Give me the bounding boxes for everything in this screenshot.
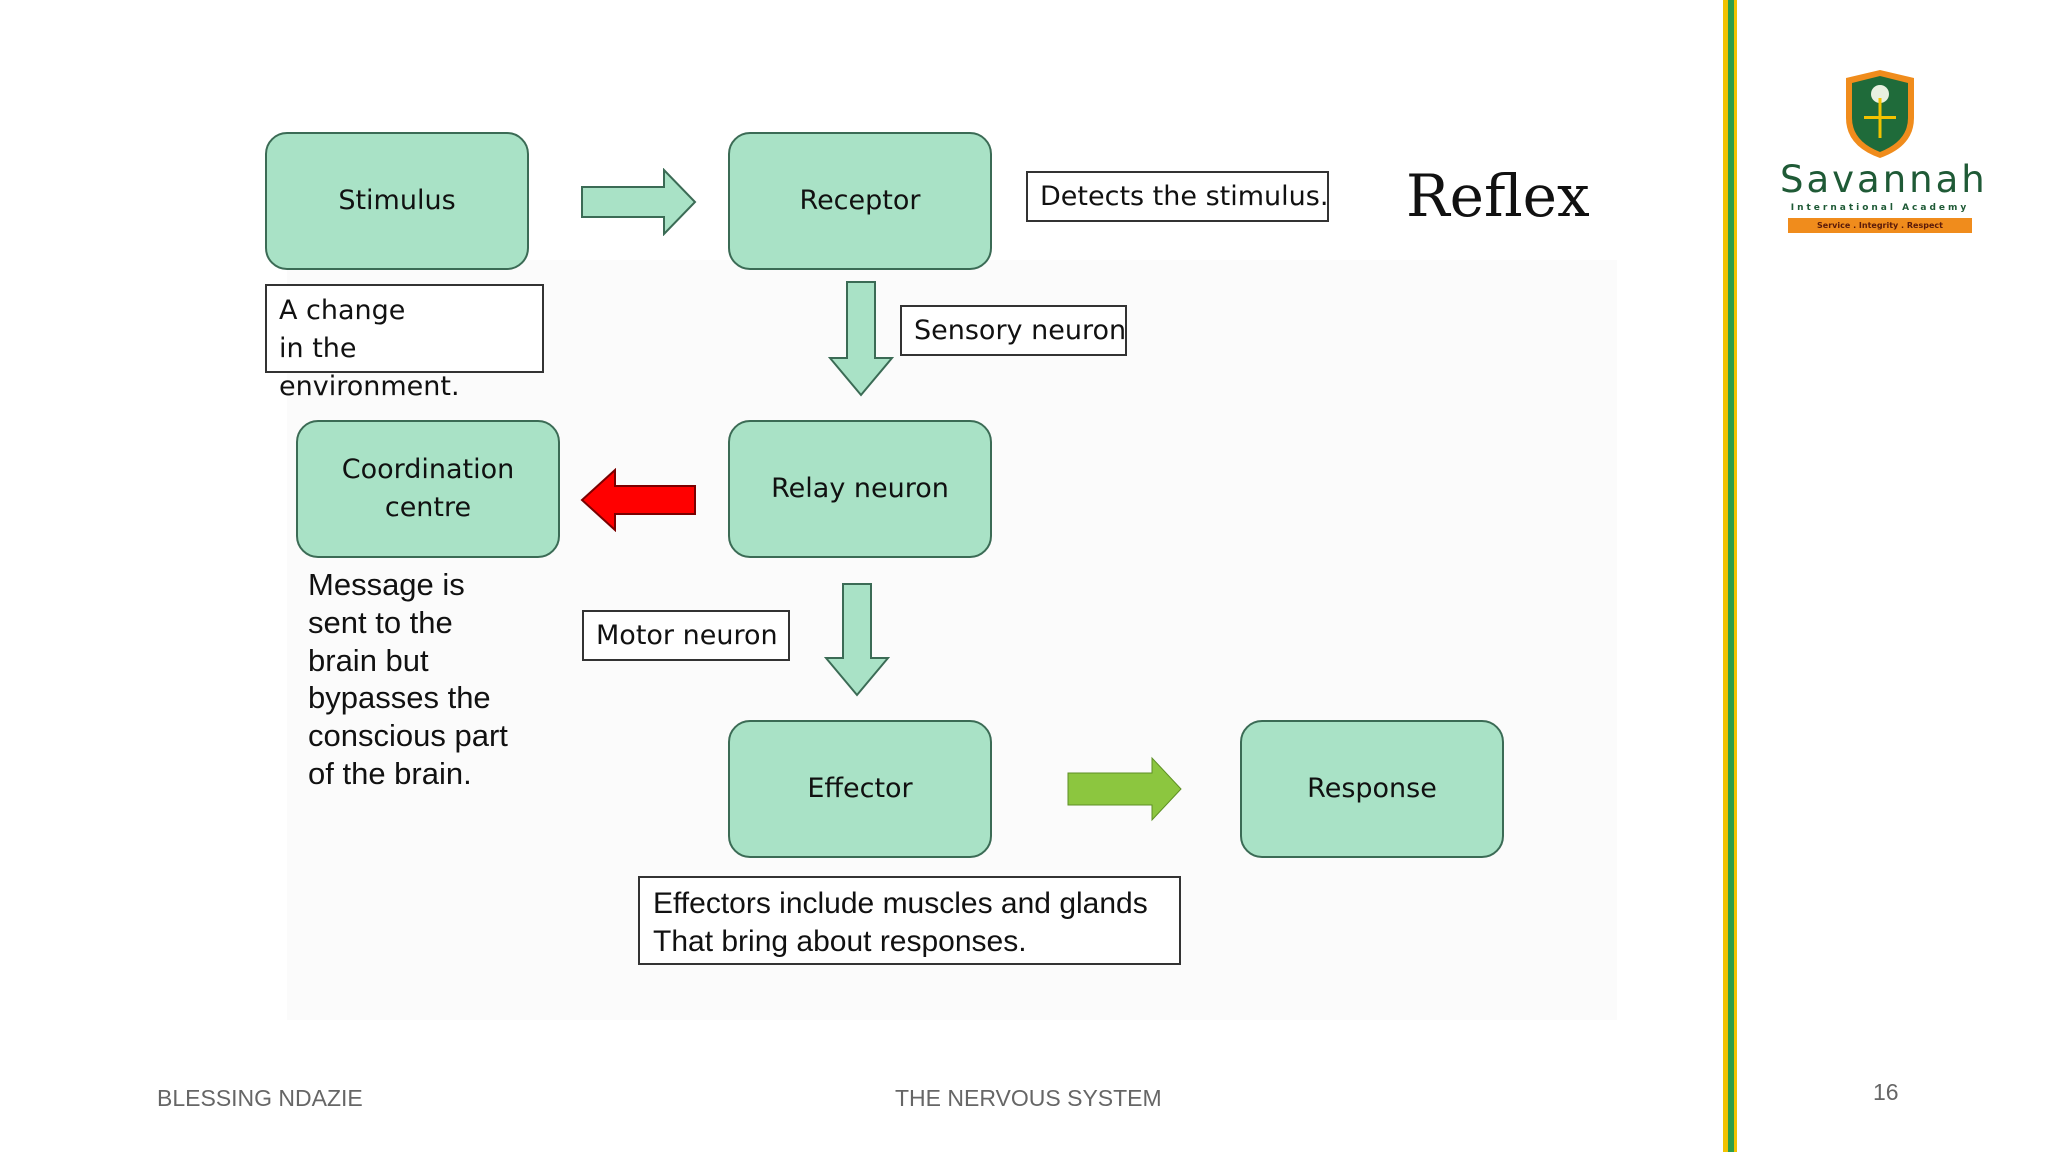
stimulus-node: Stimulus xyxy=(265,132,529,270)
red-arrow-left-icon xyxy=(580,468,696,532)
arrow-right-icon xyxy=(581,168,697,236)
stimulus-note: A change in the environment. xyxy=(265,284,544,402)
school-logo: Savannah International Academy Service .… xyxy=(1780,70,1988,240)
receptor-node: Receptor xyxy=(728,132,992,270)
logo-name: Savannah xyxy=(1780,158,1988,201)
coordination-note: Message is sent to the brain but bypasse… xyxy=(308,567,508,792)
logo-motto: Service . Integrity . Respect xyxy=(1788,218,1972,233)
green-stripe xyxy=(1728,0,1734,1152)
arrow-down-icon xyxy=(828,281,894,397)
slide-title: Reflex xyxy=(1406,162,1590,230)
motor-neuron-label: Motor neuron xyxy=(582,610,790,661)
receptor-note: Detects the stimulus. xyxy=(1026,171,1329,222)
sensory-neuron-label: Sensory neuron xyxy=(900,305,1127,356)
effectors-note: Effectors include muscles and glands Tha… xyxy=(638,876,1181,965)
green-arrow-right-icon xyxy=(1067,756,1182,822)
arrow-down-icon xyxy=(824,583,890,697)
crest-icon xyxy=(1846,70,1914,158)
page-number: 16 xyxy=(1873,1079,1899,1105)
footer-author: BLESSING NDAZIE xyxy=(157,1085,363,1111)
effector-node: Effector xyxy=(728,720,992,858)
relay-neuron-node: Relay neuron xyxy=(728,420,992,558)
coordination-centre-node: Coordination centre xyxy=(296,420,560,558)
response-node: Response xyxy=(1240,720,1504,858)
footer-topic: THE NERVOUS SYSTEM xyxy=(895,1085,1162,1111)
logo-subtitle: International Academy xyxy=(1790,203,1970,213)
